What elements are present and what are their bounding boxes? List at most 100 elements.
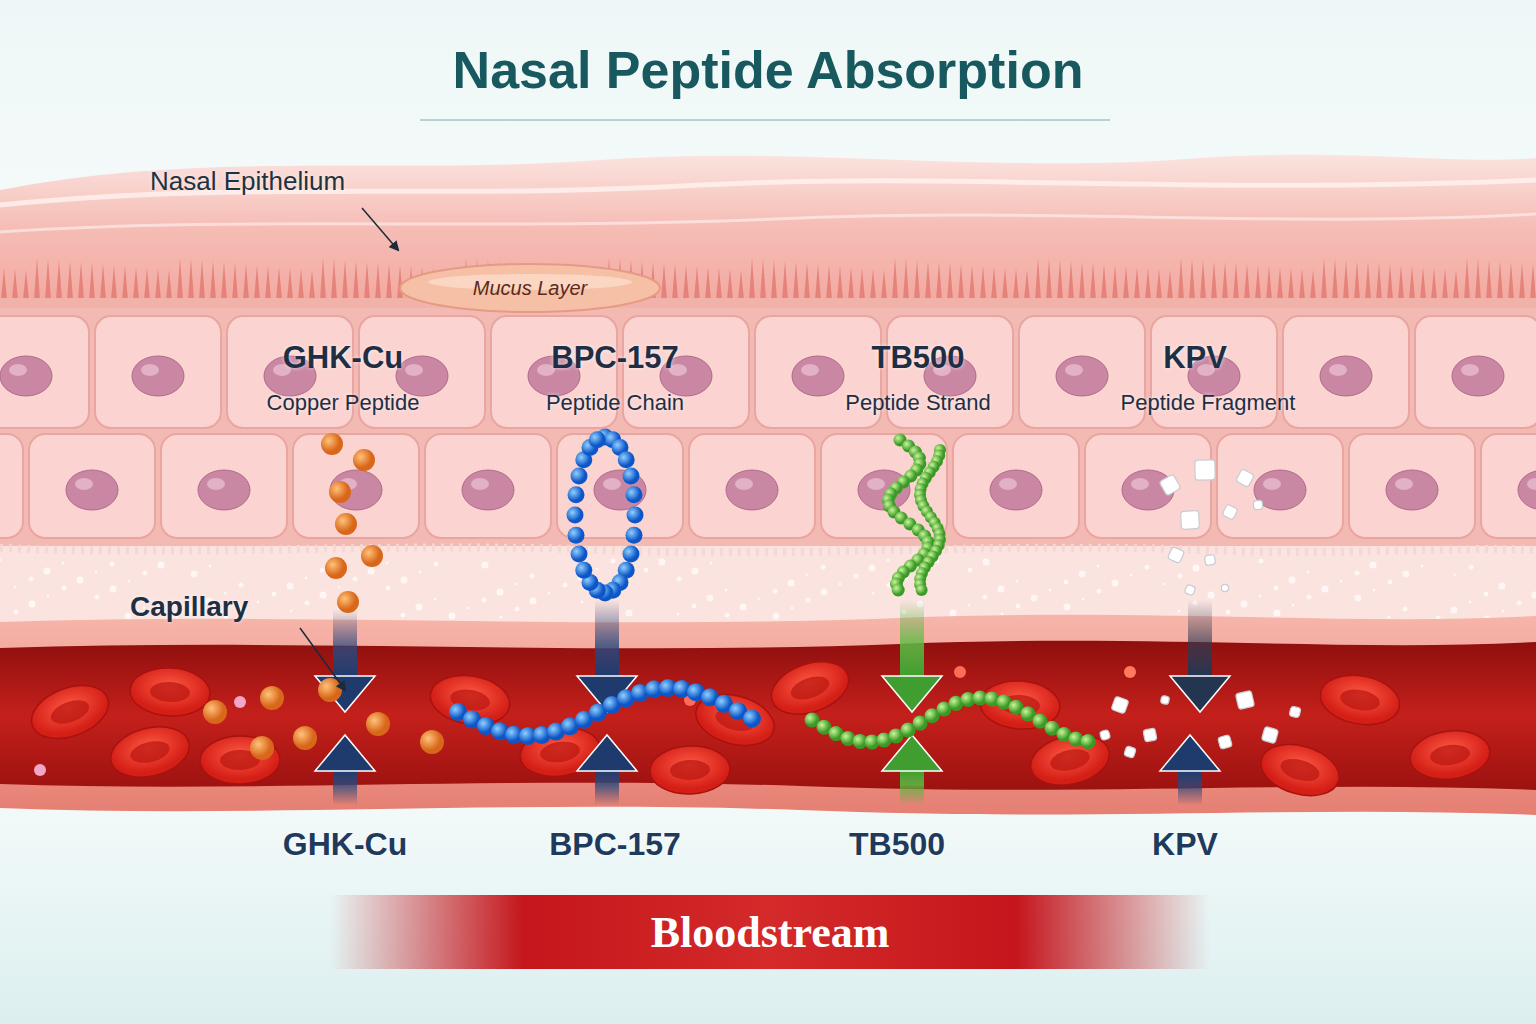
cilium [1288,268,1294,300]
tissue-dot [416,604,423,611]
peptide-chain-bead [571,468,588,485]
tissue-dot [401,613,406,618]
cell-nucleus [1452,356,1504,396]
tissue-dot [95,571,98,574]
tissue-dot [467,607,470,610]
cilium [1420,267,1426,300]
tissue-dot [1307,595,1312,600]
tissue-dot [287,583,294,590]
nucleus-highlight [471,478,489,490]
tissue-dot [1355,571,1360,576]
cilium [1178,258,1184,300]
cilium [848,267,854,300]
peptide-type: Copper Peptide [193,390,493,416]
tissue-dot [1517,601,1522,606]
tissue-dot [497,589,504,596]
cilium [1376,263,1382,300]
cilium [892,258,898,300]
cilium [914,260,920,300]
rbc-body [105,719,194,785]
peptide-fragment [1261,726,1278,743]
cilium [155,269,161,300]
tissue-dot [191,571,198,578]
peptide-type: Peptide Strand [768,390,1068,416]
rbc-center [150,681,191,703]
cilium [705,267,711,300]
peptide-fragment [1099,729,1110,740]
cilium [1365,262,1371,300]
tissue-dot [950,610,957,617]
nucleus-highlight [141,364,159,376]
cilium [826,265,832,300]
tissue-dot [677,577,682,582]
copper-peptide-bead [260,686,284,710]
peptide-fragment [1204,554,1215,565]
cilium [804,263,810,300]
tissue-dot [386,562,389,565]
copper-peptide-bead [329,481,351,503]
cilium [23,270,29,300]
up-arrow [577,735,637,805]
cilium [1332,259,1338,300]
peptide-chain-bead [589,431,606,448]
peptide-type: Peptide Fragment [1058,390,1358,416]
cilium [1189,259,1195,300]
cilium [210,261,216,300]
cilium [936,262,942,300]
cilium [1244,264,1250,300]
cilium [727,269,733,300]
tissue-dot [581,601,584,604]
nucleus-highlight [405,364,423,376]
tissue-dot [1016,580,1019,583]
cell-nucleus [132,356,184,396]
tissue-dot [869,565,876,572]
nucleus-highlight [801,364,819,376]
leader-line [362,208,398,250]
callout-label: Nasal Epithelium [150,166,345,197]
cilium [232,263,238,300]
peptide-chain-bead [625,527,642,544]
arrow-head [1160,735,1220,771]
tissue-dot [1307,571,1310,574]
peptide-name: BPC-157 [465,826,765,863]
cilium [45,259,51,300]
tissue-dot [14,586,17,589]
tissue-dot [548,592,551,595]
epithelial-cell [953,434,1079,538]
connective-dots [0,559,1536,623]
nucleus-highlight [1461,364,1479,376]
cilium [364,262,370,300]
tissue-dot [1178,574,1183,579]
tissue-dot [338,586,341,589]
tissue-dot [968,604,971,607]
up-arrow [1160,735,1220,805]
tissue-dot [725,613,730,618]
epithelium-surface [0,155,1536,300]
cell-nucleus [1518,470,1536,510]
tissue-dot [143,571,148,576]
cilium [980,266,986,300]
cilium [1442,269,1448,300]
copper-peptide-bead [366,712,390,736]
tissue-dot [1163,583,1166,586]
tissue-dot [725,589,728,592]
tissue-dot [1241,601,1248,608]
peptide-chain-bead [622,468,639,485]
tissue-dot [1499,583,1506,590]
tissue-dot [1274,610,1281,617]
tissue-dot [1112,580,1119,587]
tissue-dot [644,568,649,573]
rbc-center [1429,743,1471,768]
bloodstream-banner: Bloodstream [330,895,1210,969]
tissue-dot [791,607,794,610]
tissue-dot [320,592,327,599]
cilium [782,261,788,300]
cilium [276,267,282,300]
cilium [1057,260,1063,300]
cilium [958,264,964,300]
peptide-strand-bead [892,584,905,597]
rbc-body [1316,669,1403,730]
tissue-dot [983,595,988,600]
tissue-dot [806,598,811,603]
